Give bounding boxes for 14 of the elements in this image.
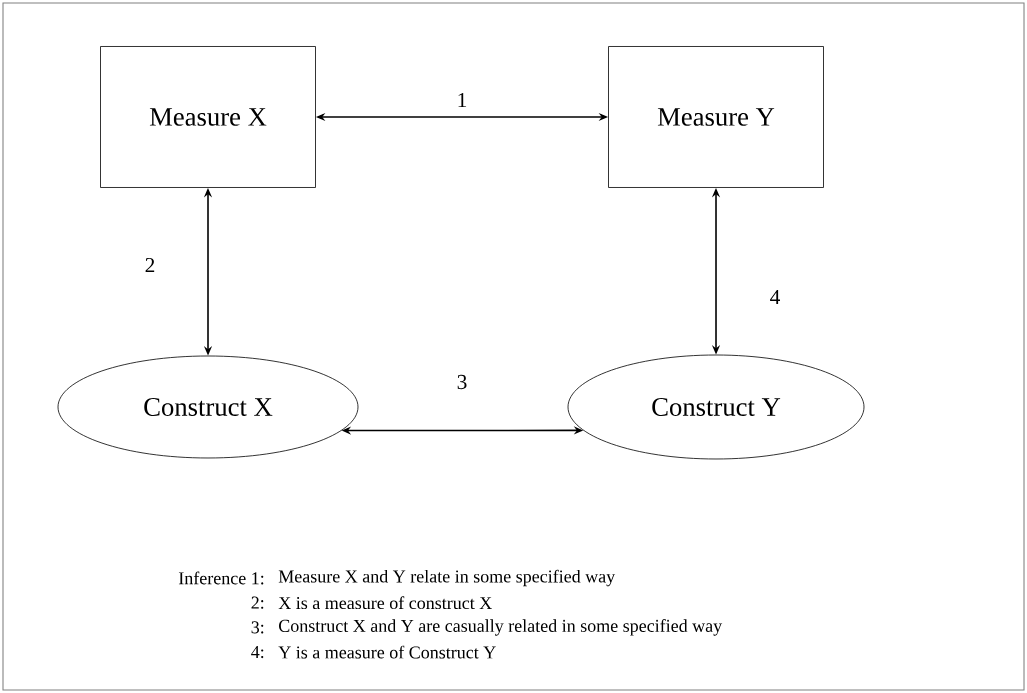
inference-number: 2: [251, 596, 264, 609]
edge-label: 3 [455, 373, 469, 391]
inference-number: 3: [251, 621, 264, 634]
measure-box: Measure Y [608, 46, 824, 188]
edge-label: 1 [455, 91, 469, 109]
inference-text: Measure X and Y relate in some specified way [278, 569, 616, 587]
inference-text: Y is a measure of Construct Y [278, 645, 496, 659]
measure-box: Measure X [100, 46, 316, 188]
edge-label: 4 [768, 288, 782, 306]
inference-text: X is a measure of construct X [278, 596, 492, 610]
edge-label: 2 [143, 256, 157, 274]
inference-text: Construct X and Y are casually related in some specified way [279, 619, 723, 636]
inference-number: Inference 1: [178, 571, 264, 585]
inference-number: 4: [251, 646, 264, 659]
